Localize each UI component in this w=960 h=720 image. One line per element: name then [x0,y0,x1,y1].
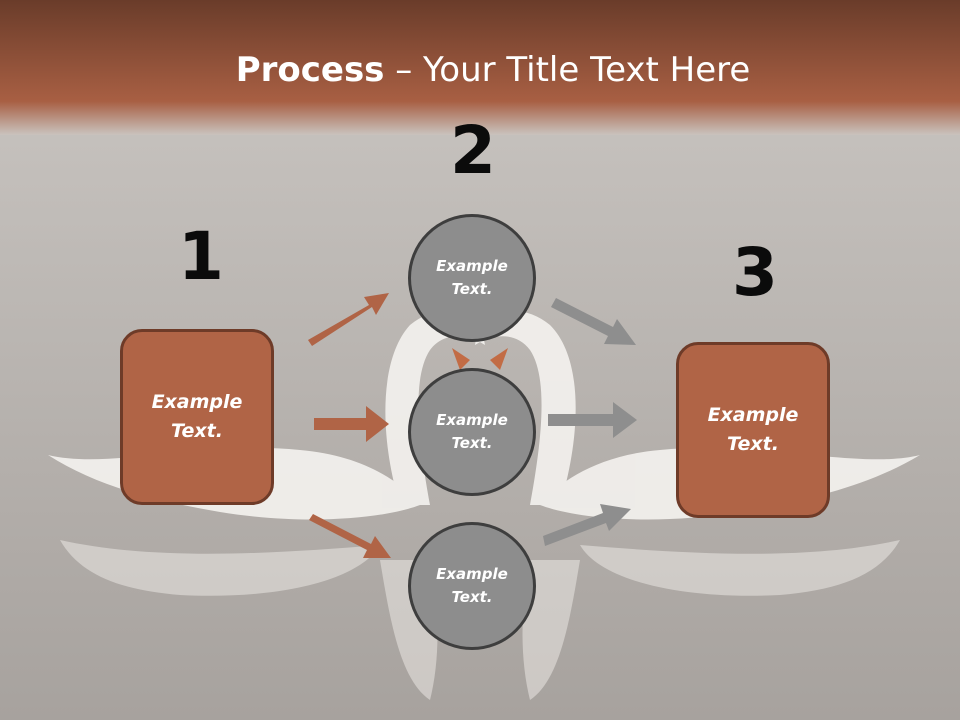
right-box-line2: Text. [727,433,779,455]
title-rest-part: – Your Title Text Here [384,50,751,90]
slide-title: Process – Your Title Text Here [0,50,960,90]
bottom-circle: Example Text. [408,522,536,650]
arrow-from-bottom-circle [543,504,631,546]
left-box-line1: Example [151,391,243,413]
middle-circle-line2: Text. [451,434,493,452]
left-box-line2: Text. [171,420,223,442]
header-band [0,0,960,135]
left-step-box: Example Text. [120,329,274,505]
middle-circle: Example Text. [408,368,536,496]
arrow-to-top-circle [308,293,389,346]
arrow-to-middle-circle [314,406,389,442]
top-circle-line1: Example [436,257,508,275]
arrow-from-middle-circle [548,402,637,438]
title-bold-part: Process [235,50,385,90]
step-number-1: 1 [178,218,224,295]
arrow-to-bottom-circle [309,514,391,558]
right-box-line1: Example [707,404,799,426]
right-step-box: Example Text. [676,342,830,518]
middle-circle-line1: Example [436,411,508,429]
bottom-circle-line2: Text. [451,588,493,606]
bottom-circle-line1: Example [436,565,508,583]
top-circle: Example Text. [408,214,536,342]
top-circle-line2: Text. [451,280,493,298]
step-number-2: 2 [450,112,496,189]
step-number-3: 3 [732,234,778,311]
arrow-from-top-circle [551,298,636,345]
